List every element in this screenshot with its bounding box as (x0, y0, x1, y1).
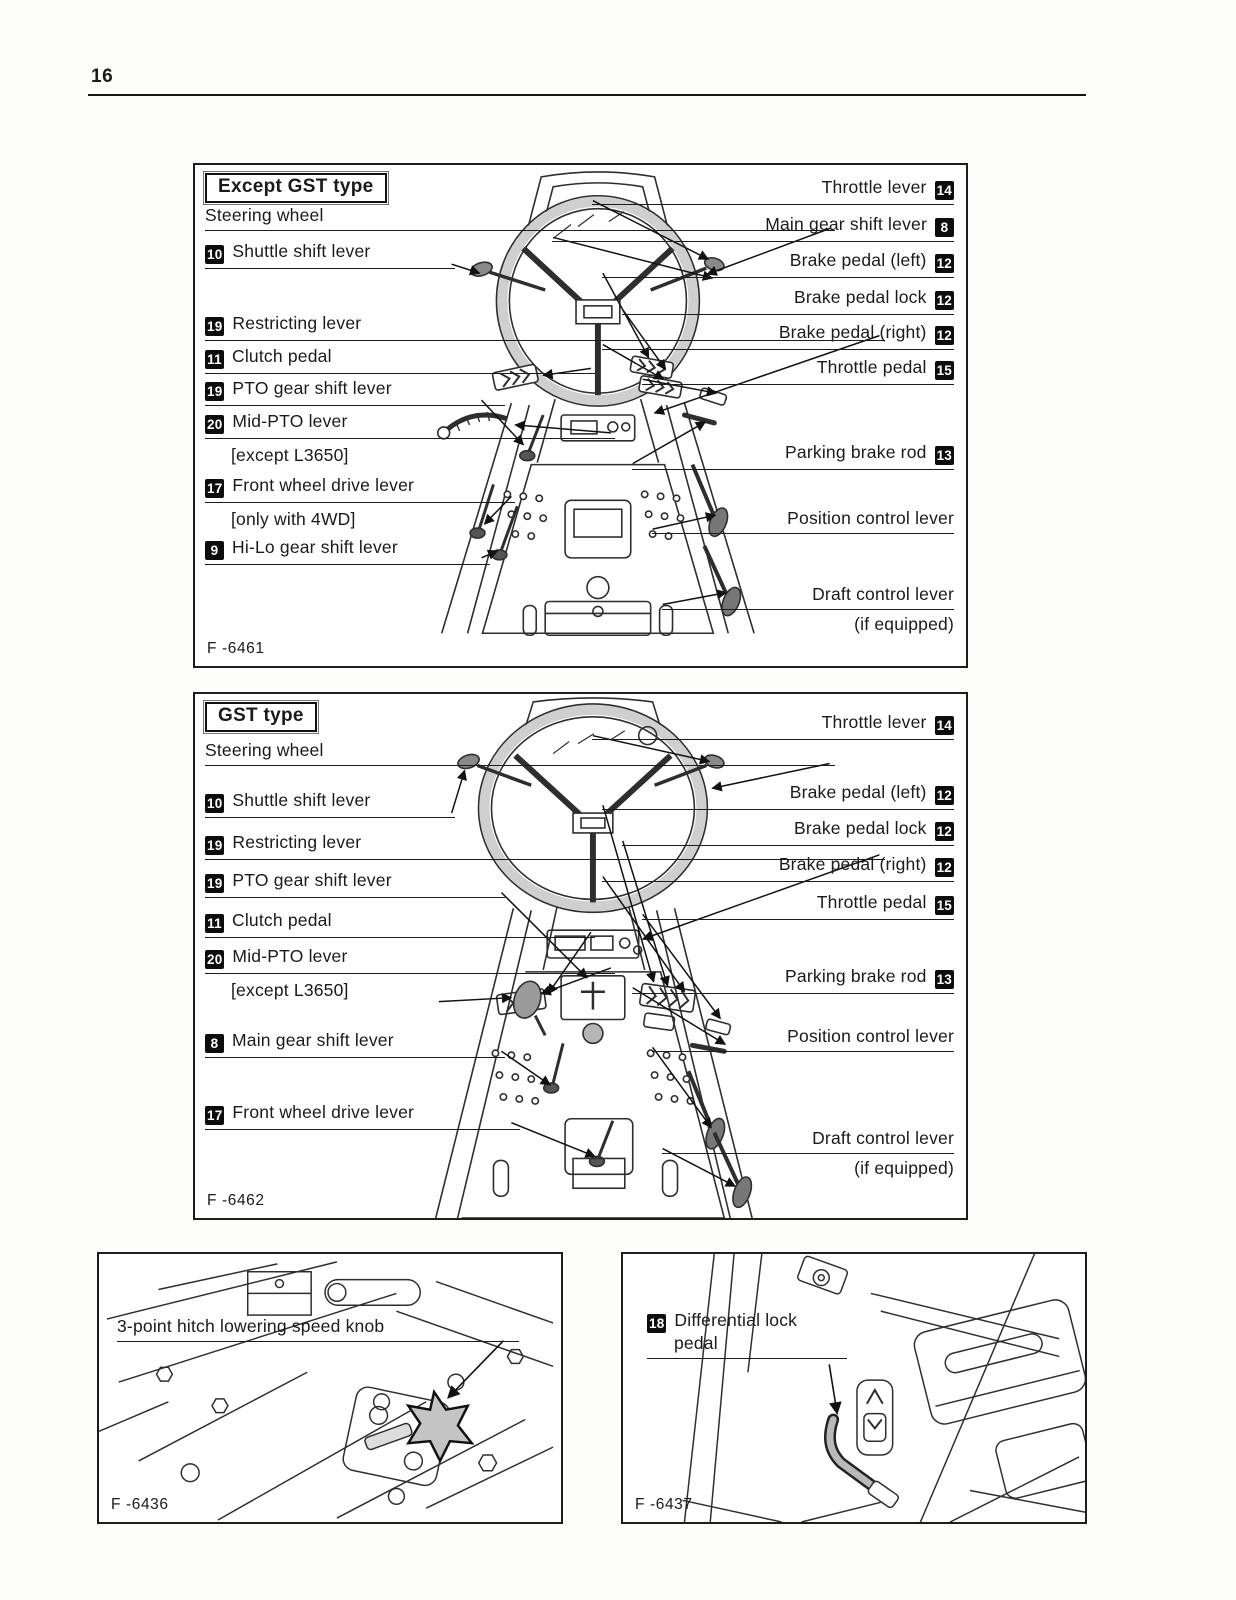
label-position-control-lever: Position control lever (652, 508, 954, 534)
ref-badge: 19 (205, 836, 225, 855)
panel-hitch-knob: 3-point hitch lowering speed knob F -643… (97, 1252, 563, 1524)
ref-badge: 15 (934, 896, 954, 915)
ref-badge: 13 (934, 970, 954, 989)
label-brake-pedal-left: Brake pedal (left)12 (602, 782, 954, 810)
ref-badge: 10 (205, 794, 225, 813)
label-differential-lock-pedal-line2: pedal (674, 1333, 718, 1353)
panel-title-except-gst: Except GST type (203, 171, 389, 205)
header-rule (88, 94, 1086, 96)
figure-code: F -6461 (207, 640, 265, 657)
ref-badge: 8 (205, 1034, 224, 1053)
label-steering-wheel: Steering wheel (205, 740, 835, 766)
note-if-equipped: (if equipped) (854, 1158, 954, 1178)
ref-badge: 12 (934, 254, 954, 273)
label-draft-control-lever: Draft control lever (662, 584, 954, 610)
page-number: 16 (91, 66, 114, 87)
ref-badge: 12 (934, 858, 954, 877)
label-draft-control-lever: Draft control lever (662, 1128, 954, 1154)
label-brake-pedal-right: Brake pedal (right)12 (602, 854, 954, 882)
note-only-with-4wd: [only with 4WD] (231, 509, 356, 529)
diff-lock-diagram (682, 1254, 1085, 1522)
ref-badge: 12 (934, 786, 954, 805)
ref-badge: 8 (935, 218, 954, 237)
panel-title-gst: GST type (203, 700, 319, 734)
ref-badge: 19 (205, 874, 225, 893)
label-brake-pedal-right: Brake pedal (right)12 (602, 322, 954, 350)
ref-badge: 19 (205, 317, 225, 336)
ref-badge: 11 (205, 350, 224, 369)
figure-code: F -6437 (635, 1496, 693, 1513)
ref-badge: 20 (205, 415, 225, 434)
label-brake-pedal-left: Brake pedal (left)12 (602, 250, 954, 278)
label-hitch-lowering-speed-knob: 3-point hitch lowering speed knob (117, 1316, 519, 1342)
figure-code: F -6462 (207, 1192, 265, 1209)
ref-badge: 12 (934, 326, 954, 345)
ref-badge: 15 (934, 361, 954, 380)
ref-badge: 9 (205, 541, 224, 560)
ref-badge: 18 (647, 1314, 667, 1333)
label-position-control-lever: Position control lever (652, 1026, 954, 1052)
ref-badge: 14 (934, 716, 954, 735)
note-except-l3650: [except L3650] (231, 445, 349, 465)
ref-badge: 14 (934, 181, 954, 200)
ref-badge: 12 (934, 291, 954, 310)
note-if-equipped: (if equipped) (854, 614, 954, 634)
ref-badge: 11 (205, 914, 224, 933)
ref-badge: 19 (205, 382, 225, 401)
ref-badge: 10 (205, 245, 225, 264)
figure-code: F -6436 (111, 1496, 169, 1513)
ref-badge: 12 (934, 822, 954, 841)
note-except-l3650: [except L3650] (231, 980, 349, 1000)
hitch-knob-diagram (99, 1261, 554, 1521)
ref-badge: 17 (205, 1106, 225, 1125)
ref-badge: 20 (205, 950, 225, 969)
ref-badge: 13 (934, 446, 954, 465)
ref-badge: 17 (205, 479, 225, 498)
